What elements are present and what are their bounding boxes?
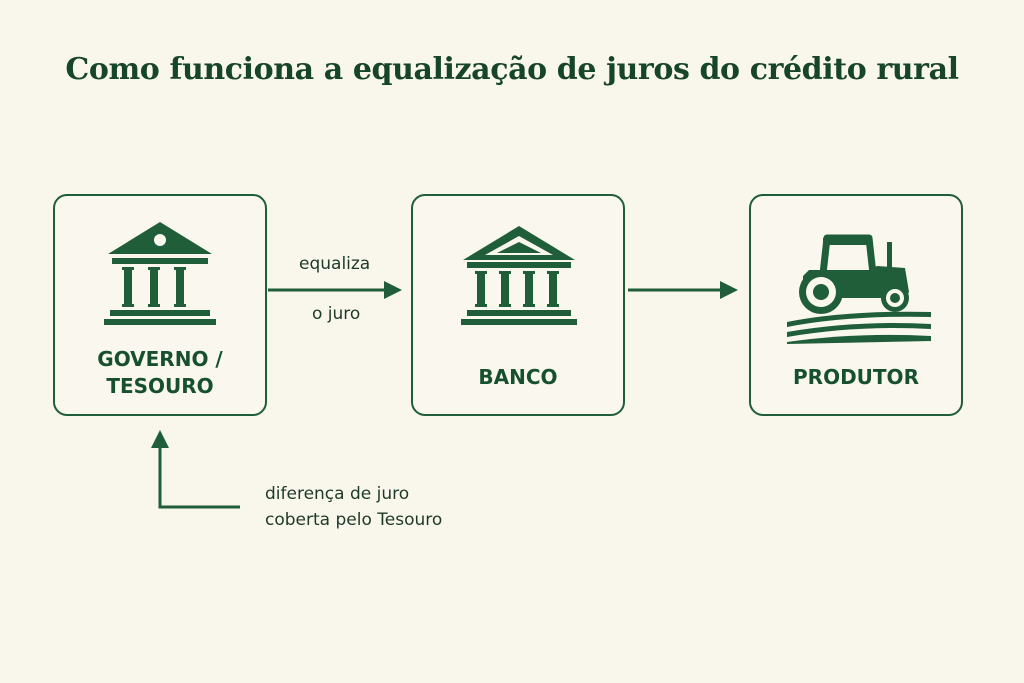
- page-title: Como funciona a equalização de juros do …: [65, 52, 959, 87]
- node-label-governo-line2: TESOURO: [106, 374, 214, 398]
- arrow-banco-to-produtor: [628, 281, 738, 299]
- node-label-governo: GOVERNO / TESOURO: [55, 346, 265, 400]
- node-produtor: PRODUTOR: [749, 194, 963, 416]
- node-governo-tesouro: GOVERNO / TESOURO: [53, 194, 267, 416]
- node-banco: BANCO: [411, 194, 625, 416]
- node-label-banco: BANCO: [478, 365, 558, 389]
- feedback-note: diferença de juro coberta pelo Tesouro: [265, 481, 442, 534]
- arrow-feedback-to-governo: [151, 430, 240, 509]
- tractor-icon: [787, 234, 931, 344]
- government-building-icon: [104, 222, 216, 325]
- edge-label-line2: o juro: [312, 304, 361, 324]
- bank-building-icon: [461, 226, 577, 325]
- feedback-note-line2: coberta pelo Tesouro: [265, 510, 443, 531]
- node-label-governo-line1: GOVERNO /: [97, 347, 223, 371]
- edge-label-line1: equaliza: [299, 254, 371, 274]
- node-label-produtor: PRODUTOR: [793, 365, 919, 389]
- feedback-note-line1: diferença de juro: [265, 484, 410, 504]
- arrow-governo-to-banco: [268, 281, 402, 299]
